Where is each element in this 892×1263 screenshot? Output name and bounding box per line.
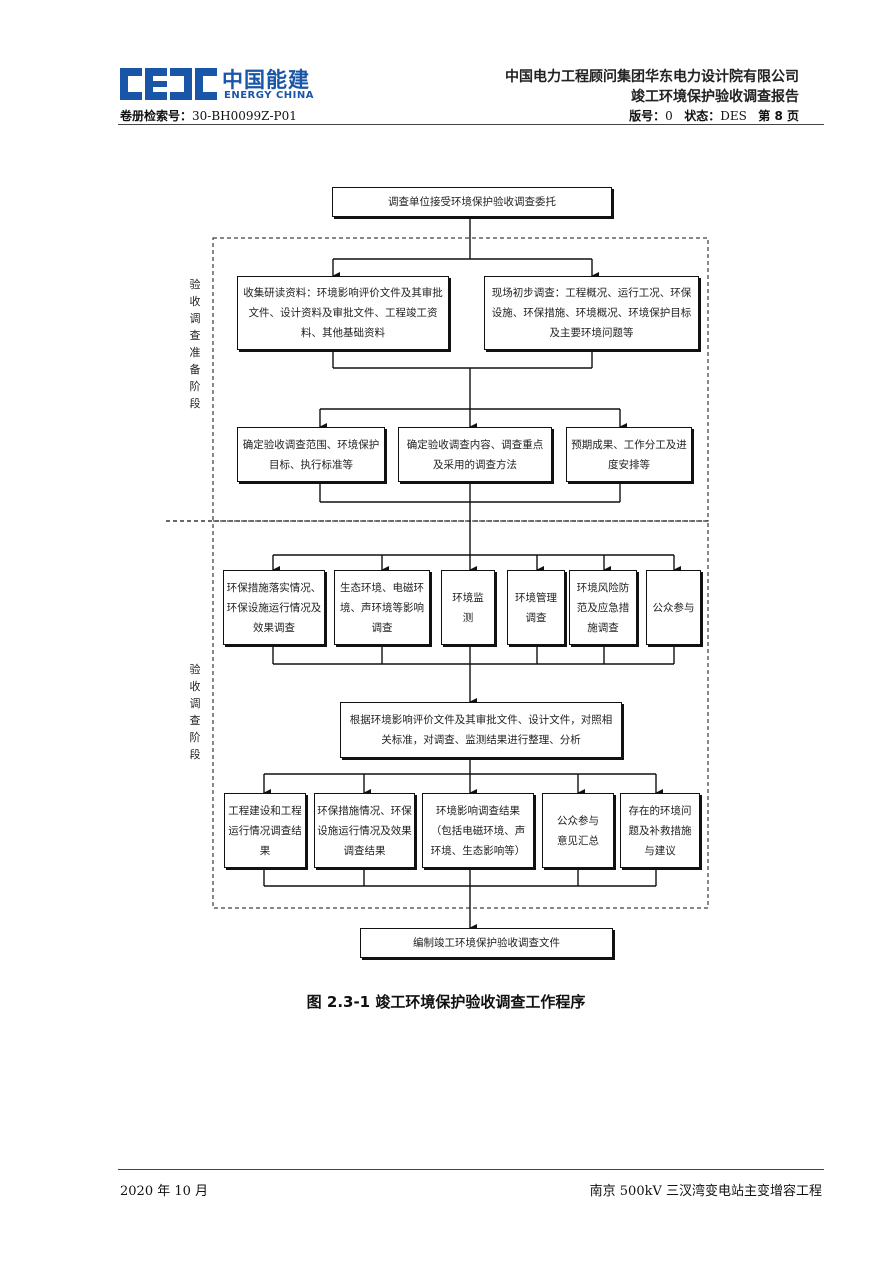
phase-label-investigation: 验收调查阶段 (189, 663, 201, 761)
node-risk-prevention: 环境风险防范及应急措施调查 (569, 570, 637, 645)
status-label: 状态： (684, 109, 721, 123)
version-value: 0 (665, 109, 673, 123)
footer-rule (118, 1169, 824, 1170)
phase-label-preparation: 验收调查准备阶段 (189, 278, 201, 410)
node-result-measures: 环保措施情况、环保设施运行情况及效果调查结果 (314, 793, 415, 868)
node-compile-report: 编制竣工环境保护验收调查文件 (360, 928, 613, 958)
node-collect-materials: 收集研读资料：环境影响评价文件及其审批文件、设计资料及审批文件、工程竣工资料、其… (237, 276, 449, 350)
node-public-opinion: 公众参与意见汇总 (542, 793, 614, 868)
volume-value: 30-BH0099Z-P01 (192, 109, 297, 123)
figure-caption: 图 2.3-1 竣工环境保护验收调查工作程序 (306, 993, 586, 1011)
footer-project: 南京 500kV 三汊湾变电站主变增容工程 (589, 1184, 822, 1199)
node-analysis: 根据环境影响评价文件及其审批文件、设计文件，对照相关标准，对调查、监测结果进行整… (340, 702, 622, 758)
ceec-logo-icon (120, 68, 217, 100)
node-expected-results: 预期成果、工作分工及进度安排等 (566, 427, 692, 482)
node-result-impact: 环境影响调查结果（包括电磁环境、声环境、生态影响等） (422, 793, 534, 868)
node-env-management: 环境管理调查 (507, 570, 565, 645)
logo-chinese: 中国能建 (222, 68, 310, 92)
status-value: DES (720, 109, 747, 123)
node-accept-commission: 调查单位接受环境保护验收调查委托 (332, 187, 612, 217)
node-content-methods: 确定验收调查内容、调查重点及采用的调查方法 (398, 427, 552, 482)
header-report-title: 竣工环境保护验收调查报告 (631, 89, 799, 105)
node-measures-check: 环保措施落实情况、环保设施运行情况及效果调查 (223, 570, 325, 645)
node-impact-survey: 生态环境、电磁环境、声环境等影响调查 (334, 570, 430, 645)
node-scope-targets: 确定验收调查范围、环境保护目标、执行标准等 (237, 427, 385, 482)
node-public-participation: 公众参与 (646, 570, 701, 645)
footer-date: 2020 年 10 月 (120, 1184, 209, 1199)
header-company: 中国电力工程顾问集团华东电力设计院有限公司 (505, 69, 799, 85)
logo-english: ENERGY CHINA (224, 90, 314, 101)
volume-number: 卷册检索号：30-BH0099Z-P01 (120, 107, 297, 124)
node-env-monitoring: 环境监测 (441, 570, 495, 645)
node-problems-suggestions: 存在的环境问题及补救措施与建议 (620, 793, 700, 868)
node-result-engineering: 工程建设和工程运行情况调查结果 (224, 793, 306, 868)
node-site-survey: 现场初步调查：工程概况、运行工况、环保设施、环保措施、环境概况、环境保护目标及主… (484, 276, 699, 350)
version-status-page: 版号：0 状态：DES 第 8 页 (629, 107, 799, 124)
volume-label: 卷册检索号： (120, 109, 193, 123)
version-label: 版号： (629, 109, 666, 123)
page-number: 第 8 页 (758, 109, 799, 123)
header-rule (118, 124, 824, 125)
